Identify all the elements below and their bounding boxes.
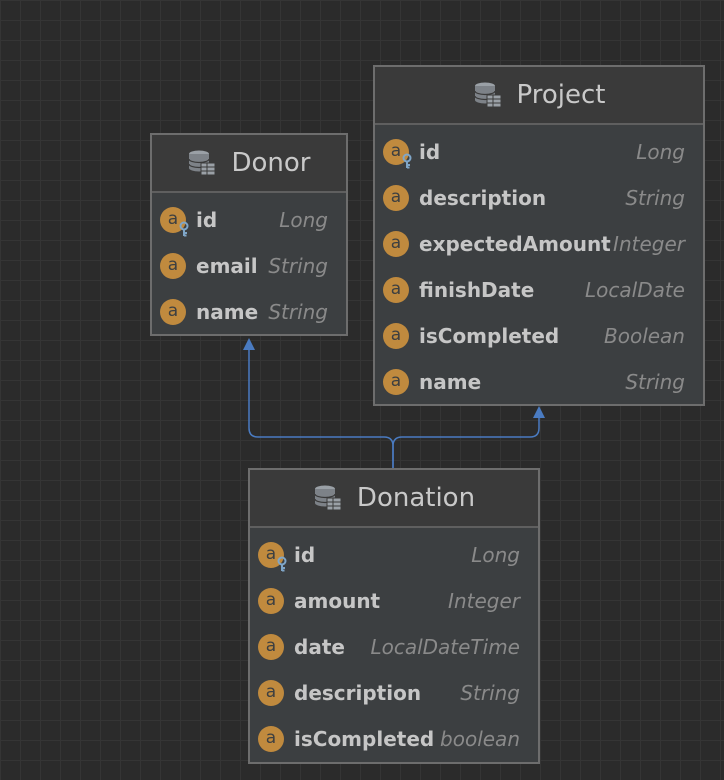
donation-to-donor-link [248, 342, 394, 468]
field-icon-letter: a [160, 253, 186, 279]
field-icon: a [258, 634, 284, 660]
primary-key-field-icon: a [258, 542, 287, 572]
donation-table-header[interactable]: Donation [250, 470, 538, 528]
field-row[interactable]: a finishDate LocalDate [375, 267, 703, 313]
field-icon-letter: a [258, 680, 284, 706]
field-icon-letter: a [258, 588, 284, 614]
field-row[interactable]: a isCompleted Boolean [375, 313, 703, 359]
donation-to-project-link [392, 410, 540, 468]
field-type: Long [279, 208, 328, 232]
field-icon: a [383, 185, 409, 211]
donor-arrowhead [243, 338, 255, 350]
field-icon: a [160, 253, 186, 279]
field-type: LocalDateTime [370, 635, 520, 659]
primary-key-field-icon: a [383, 139, 412, 169]
field-icon: a [383, 369, 409, 395]
field-icon: a [383, 231, 409, 257]
field-name: id [294, 543, 316, 567]
database-table-icon [473, 82, 502, 108]
field-icon: a [258, 588, 284, 614]
donor-table-header[interactable]: Donor [152, 135, 346, 193]
database-table-icon [188, 150, 216, 176]
field-type: LocalDate [585, 278, 685, 302]
field-name: id [196, 208, 218, 232]
field-icon-letter: a [383, 185, 409, 211]
field-type: String [625, 186, 685, 210]
field-name: finishDate [419, 278, 535, 302]
field-icon: a [383, 277, 409, 303]
field-type: Integer [448, 589, 520, 613]
field-icon: a [383, 323, 409, 349]
field-name: expectedAmount [419, 232, 611, 256]
field-name: description [419, 186, 547, 210]
field-name: isCompleted [419, 324, 560, 348]
entity-title: Donation [356, 483, 476, 513]
project-table-header[interactable]: Project [375, 67, 703, 125]
field-row[interactable]: a description String [375, 175, 703, 221]
field-icon-letter: a [383, 323, 409, 349]
field-row[interactable]: a description String [250, 670, 538, 716]
field-icon: a [160, 299, 186, 325]
field-icon: a [258, 726, 284, 752]
field-name: name [196, 300, 259, 324]
field-type: boolean [440, 727, 520, 751]
key-icon [402, 153, 412, 169]
field-icon-letter: a [258, 634, 284, 660]
field-type: Integer [613, 232, 685, 256]
field-icon: a [258, 680, 284, 706]
database-table-icon [314, 485, 342, 511]
field-type: String [625, 370, 685, 394]
primary-key-field-icon: a [160, 207, 189, 237]
field-name: date [294, 635, 345, 659]
field-icon-letter: a [160, 299, 186, 325]
field-type: String [268, 254, 328, 278]
field-icon-letter: a [383, 369, 409, 395]
field-name: isCompleted [294, 727, 435, 751]
field-type: String [460, 681, 520, 705]
key-icon [179, 221, 189, 237]
field-name: description [294, 681, 422, 705]
field-type: Boolean [604, 324, 685, 348]
project-arrowhead [533, 406, 545, 418]
field-icon-letter: a [258, 726, 284, 752]
field-name: id [419, 140, 441, 164]
field-type: Long [636, 140, 685, 164]
field-name: email [196, 254, 258, 278]
field-type: Long [471, 543, 520, 567]
field-name: amount [294, 589, 381, 613]
field-type: String [268, 300, 328, 324]
field-icon-letter: a [383, 277, 409, 303]
entity-title: Project [516, 80, 606, 110]
field-icon-letter: a [383, 231, 409, 257]
entity-title: Donor [231, 148, 311, 178]
field-name: name [419, 370, 482, 394]
key-icon [277, 556, 287, 572]
